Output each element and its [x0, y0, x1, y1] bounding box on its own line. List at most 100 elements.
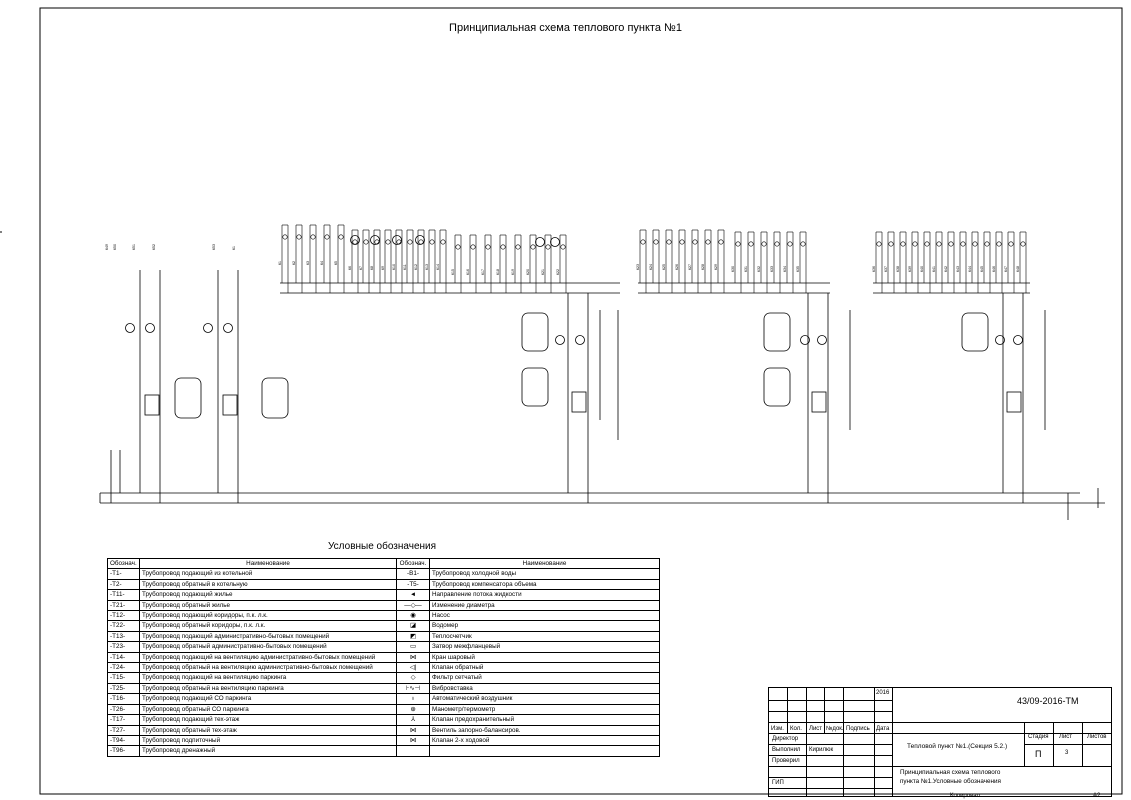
legend-name: Трубопровод подающий жилье [139, 589, 397, 601]
legend-name: Трубопровод подающий тех-этаж [139, 714, 397, 726]
pumps [125, 235, 1023, 345]
riser-tag: К24 [649, 264, 653, 270]
riser-tag: К29 [714, 264, 718, 270]
riser-tag: К15 [451, 269, 455, 275]
legend-designation: -T12- [107, 610, 140, 622]
riser-tag: К21 [541, 269, 545, 275]
legend-name: Трубопровод подающий административно-быт… [139, 630, 397, 643]
riser-branch [665, 229, 673, 293]
legend-name-2 [429, 745, 660, 757]
legend-name: Трубопровод обратный в котельную [139, 578, 397, 591]
legend-designation: -T96- [107, 745, 140, 757]
stamp-col-date: Дата [876, 726, 890, 732]
riser-tag: К11 [403, 264, 407, 270]
riser-branch [1007, 231, 1015, 293]
tank-4 [521, 367, 549, 407]
pump-symbol [555, 335, 565, 345]
legend-name: Трубопровод подающий коридоры, п.к. л.к. [139, 610, 397, 622]
legend-name: Трубопровод обратный на вентиляцию админ… [139, 662, 397, 674]
legend-symbol: ◇ [396, 672, 430, 684]
riser-branch [428, 229, 436, 293]
legend-row: -T1-Трубопровод подающий из котельной-B1… [107, 568, 660, 580]
riser-tag: К23 [636, 264, 640, 270]
riser-tag: К19 [511, 269, 515, 275]
legend-name: Трубопровод дренажный [139, 745, 397, 757]
legend-name: Трубопровод обратный коридоры, п.к. л.к. [139, 620, 397, 632]
riser-branch [454, 234, 462, 293]
legend-symbol: -B1- [396, 568, 430, 580]
tank-2 [261, 377, 289, 419]
riser-branch [899, 231, 907, 293]
pump-symbol [575, 335, 585, 345]
riser-branch [911, 231, 919, 293]
stamp-executor-name: Кирилюк [809, 747, 834, 753]
riser-tag: К9 [381, 266, 385, 270]
riser-tag: К44 [968, 266, 972, 272]
legend-name-2: Манометр/термометр [429, 703, 660, 716]
pump-symbol [550, 237, 560, 247]
legend-row: -T22-Трубопровод обратный коридоры, п.к.… [107, 620, 660, 632]
riser-tag: К42 [944, 266, 948, 272]
legend-row: -T21-Трубопровод обратный жилье—◇—Измене… [107, 599, 660, 612]
stamp-sheet-title: Принципиальная схема теплового пункта №1… [900, 769, 1001, 785]
riser-tag: К34 [783, 266, 787, 272]
legend-designation: -T27- [107, 724, 140, 736]
riser-branch [295, 224, 303, 293]
riser-tag: К32 [757, 266, 761, 272]
legend-name-2: Трубопровод компенсатора объема [429, 578, 660, 591]
stamp-sheet-number: 3 [1065, 750, 1069, 756]
riser-branch [1019, 231, 1027, 293]
legend-symbol: ▭ [396, 641, 430, 653]
riser-tag: К43 [956, 266, 960, 272]
riser-branch [484, 234, 492, 293]
legend-name-2: Вибровставка [429, 682, 660, 695]
legend-header-name-2: Наименование [429, 557, 660, 570]
riser-branch [351, 229, 359, 293]
legend-name-2: Клапан 2-х ходовой [429, 734, 660, 747]
copied-label: Копировал [950, 793, 981, 799]
title-block: 2016 43/09-2016-ТМ Изм. Кол. Лист №док. … [768, 687, 1112, 797]
legend-name-2: Теплосчетчик [429, 630, 660, 643]
riser-tag: К33 [770, 266, 774, 272]
legend-symbol: ◩ [396, 630, 430, 643]
riser-tag: К48 [1016, 266, 1020, 272]
riser-branch [935, 231, 943, 293]
heat-exchangers [144, 391, 1022, 416]
pump-symbol [535, 237, 545, 247]
legend-row: -T23-Трубопровод обратный административн… [107, 641, 660, 653]
riser-tag: К36 [872, 266, 876, 272]
riser-branch [923, 231, 931, 293]
riser-branch [499, 234, 507, 293]
riser-branch [959, 231, 967, 293]
legend-name-2: Водомер [429, 620, 660, 632]
legend-symbol: ♁ [396, 693, 430, 705]
pump-symbol [415, 235, 425, 245]
legend-symbol: ⋈ [396, 724, 430, 736]
riser-branch [947, 231, 955, 293]
legend-designation: -T23- [107, 641, 140, 653]
tank-5 [763, 312, 791, 352]
riser-branch [747, 231, 755, 293]
legend-designation: -T1- [107, 568, 140, 580]
riser-branch [309, 224, 317, 293]
outer-frame [39, 7, 1123, 795]
pump-symbol [145, 323, 155, 333]
stamp-col-sign: Подпись [846, 726, 870, 732]
legend-designation: -T11- [107, 589, 140, 601]
riser-tag: К31 [744, 266, 748, 272]
stamp-sheet-header: Лист [1059, 734, 1073, 740]
legend-symbol: —◇— [396, 599, 430, 612]
legend-name-2: Вентиль запорно-балансиров. [429, 724, 660, 736]
riser-tag: К13 [425, 264, 429, 270]
riser-tag: К12 [414, 264, 418, 270]
legend-name-2: Изменение диаметра [429, 599, 660, 612]
legend-name-2: Автоматический воздушник [429, 693, 660, 705]
riser-branch [544, 234, 552, 293]
riser-branch [983, 231, 991, 293]
legend-row: -T12-Трубопровод подающий коридоры, п.к.… [107, 610, 660, 622]
legend-row: -T15-Трубопровод подающий на вентиляцию … [107, 672, 660, 684]
stamp-year: 2016 [876, 690, 890, 696]
riser-tag: К49 [105, 244, 109, 250]
legend-title: Условные обозначения [328, 541, 437, 552]
